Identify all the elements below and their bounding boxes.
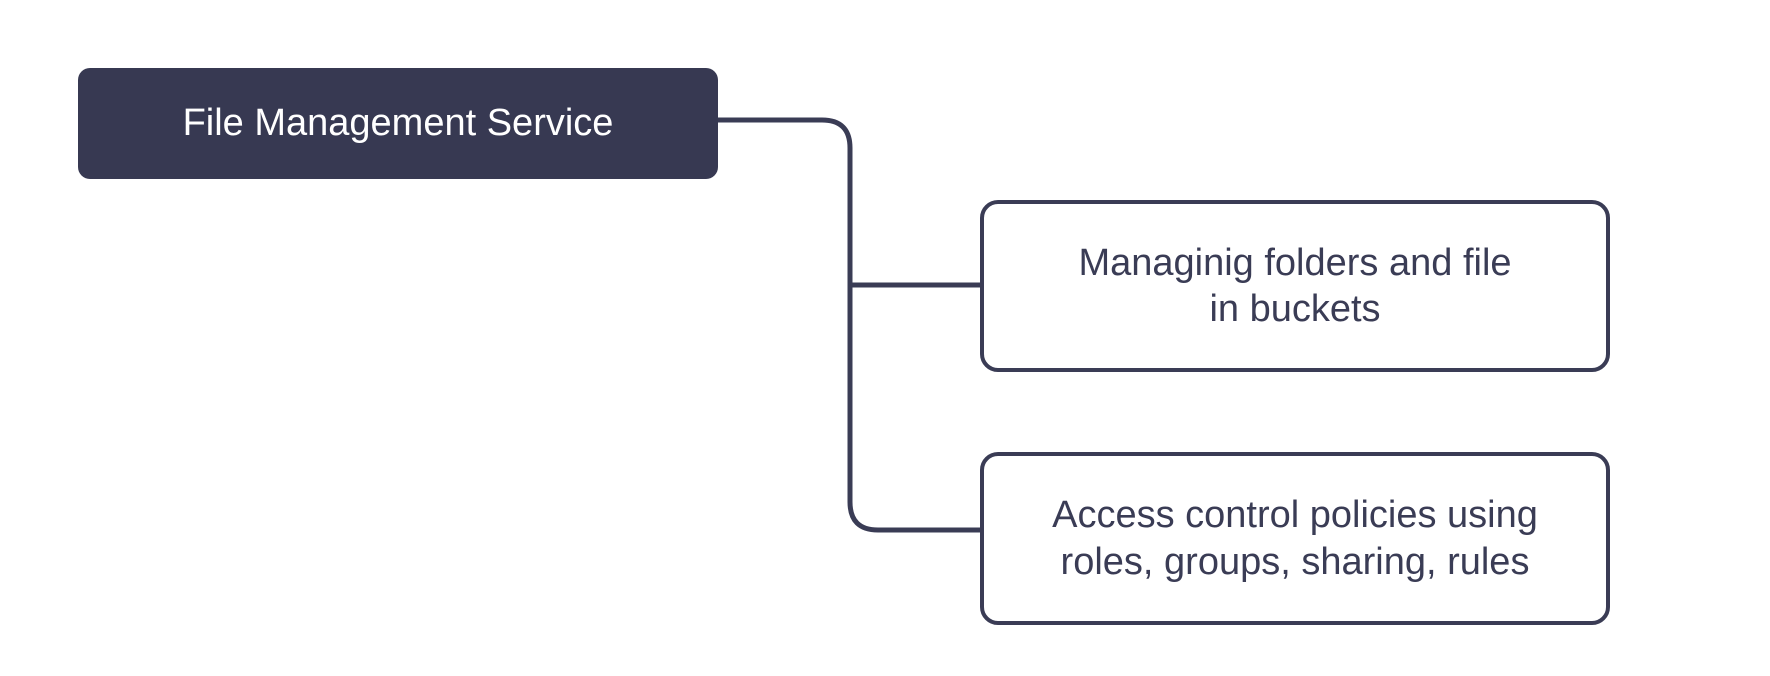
node-root[interactable]: File Management Service	[78, 68, 718, 179]
node-child-access-control[interactable]: Access control policies using roles, gro…	[980, 452, 1610, 625]
connector-trunk	[718, 117, 980, 533]
node-root-label: File Management Service	[182, 102, 614, 145]
node-child-access-control-label: Access control policies using roles, gro…	[1052, 494, 1538, 583]
node-child-folders-buckets-label: Managinig folders and file in buckets	[1078, 241, 1512, 330]
node-child-folders-buckets[interactable]: Managinig folders and file in buckets	[980, 200, 1610, 372]
